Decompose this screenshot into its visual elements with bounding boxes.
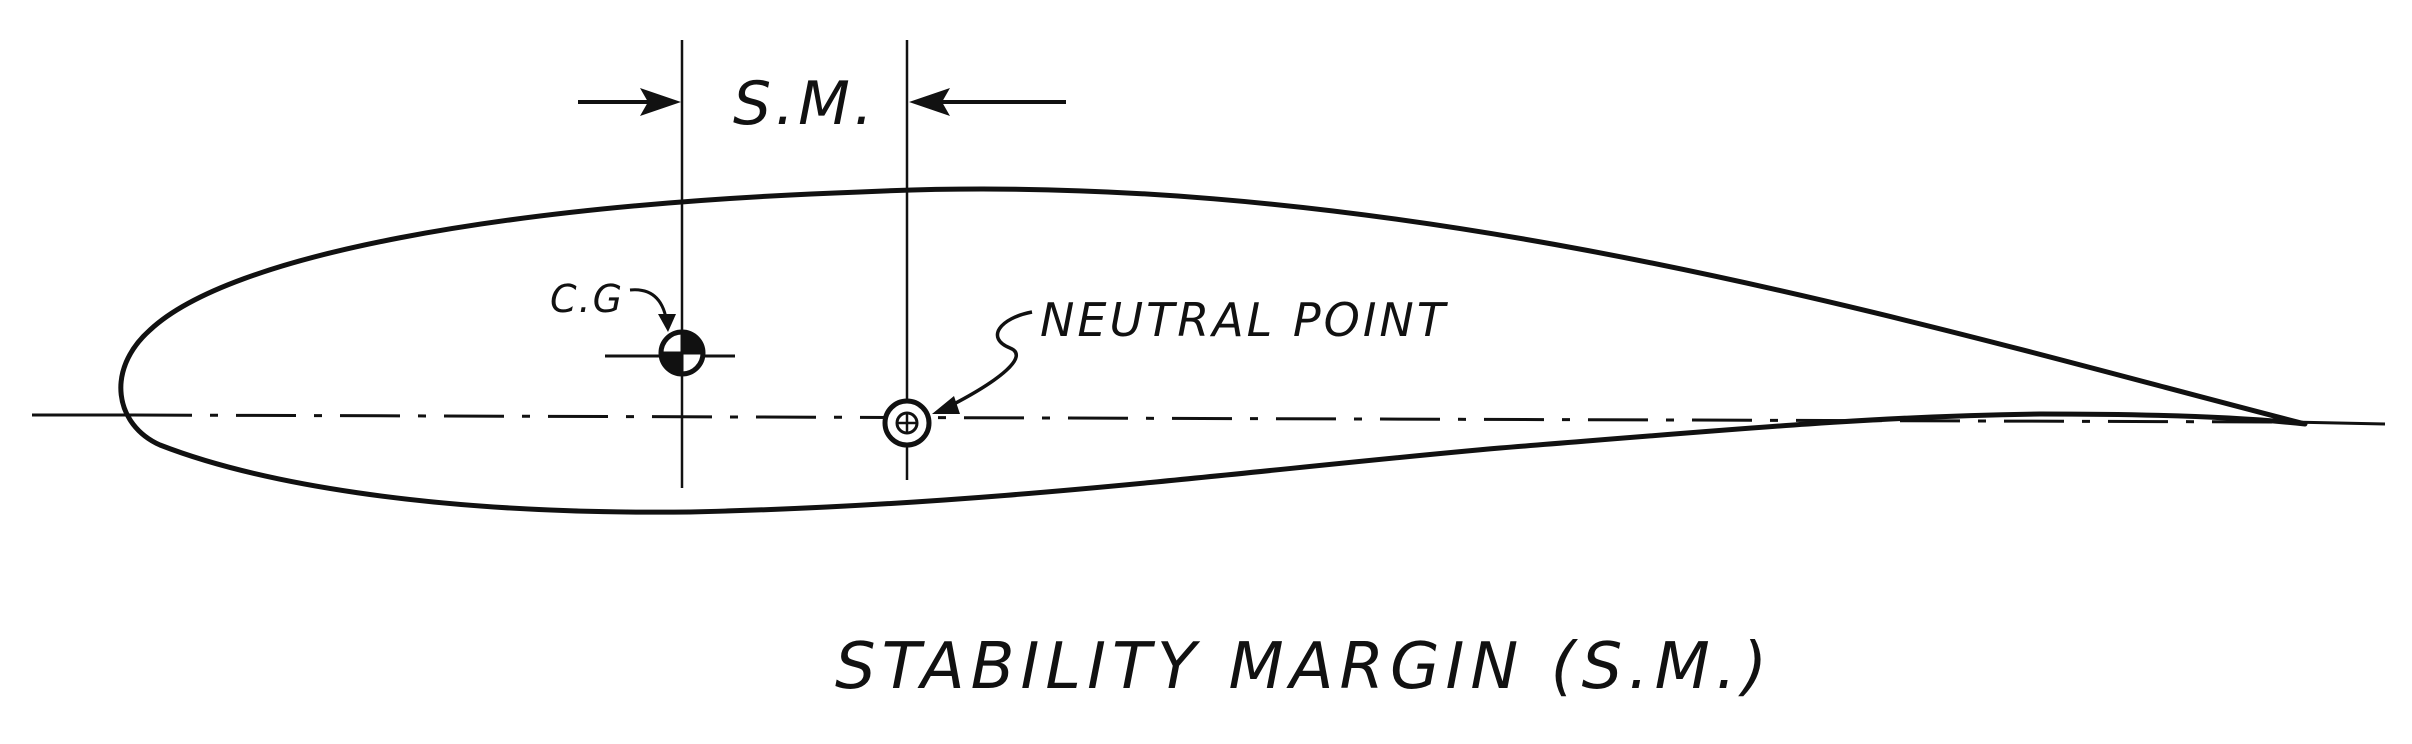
- sm-label: S.M.: [733, 69, 877, 139]
- sm-arrow-right-head: [909, 88, 950, 116]
- sm-dimension: [578, 88, 1066, 116]
- np-leader-arrowhead: [932, 396, 960, 414]
- sm-arrow-left-head: [640, 88, 681, 116]
- cg-leader-arrowhead: [658, 314, 676, 332]
- chord-line-dashdot: [131, 413, 2291, 424]
- cg-label: C.G: [550, 277, 624, 321]
- cg-symbol: [605, 329, 735, 377]
- diagram-caption: STABILITY MARGIN (S.M.): [835, 630, 1773, 704]
- neutral-point-symbol: [882, 398, 932, 448]
- airfoil-outline: [118, 186, 2308, 515]
- neutral-point-label: NEUTRAL POINT: [1040, 293, 1449, 347]
- np-leader-squiggle: [951, 310, 1033, 407]
